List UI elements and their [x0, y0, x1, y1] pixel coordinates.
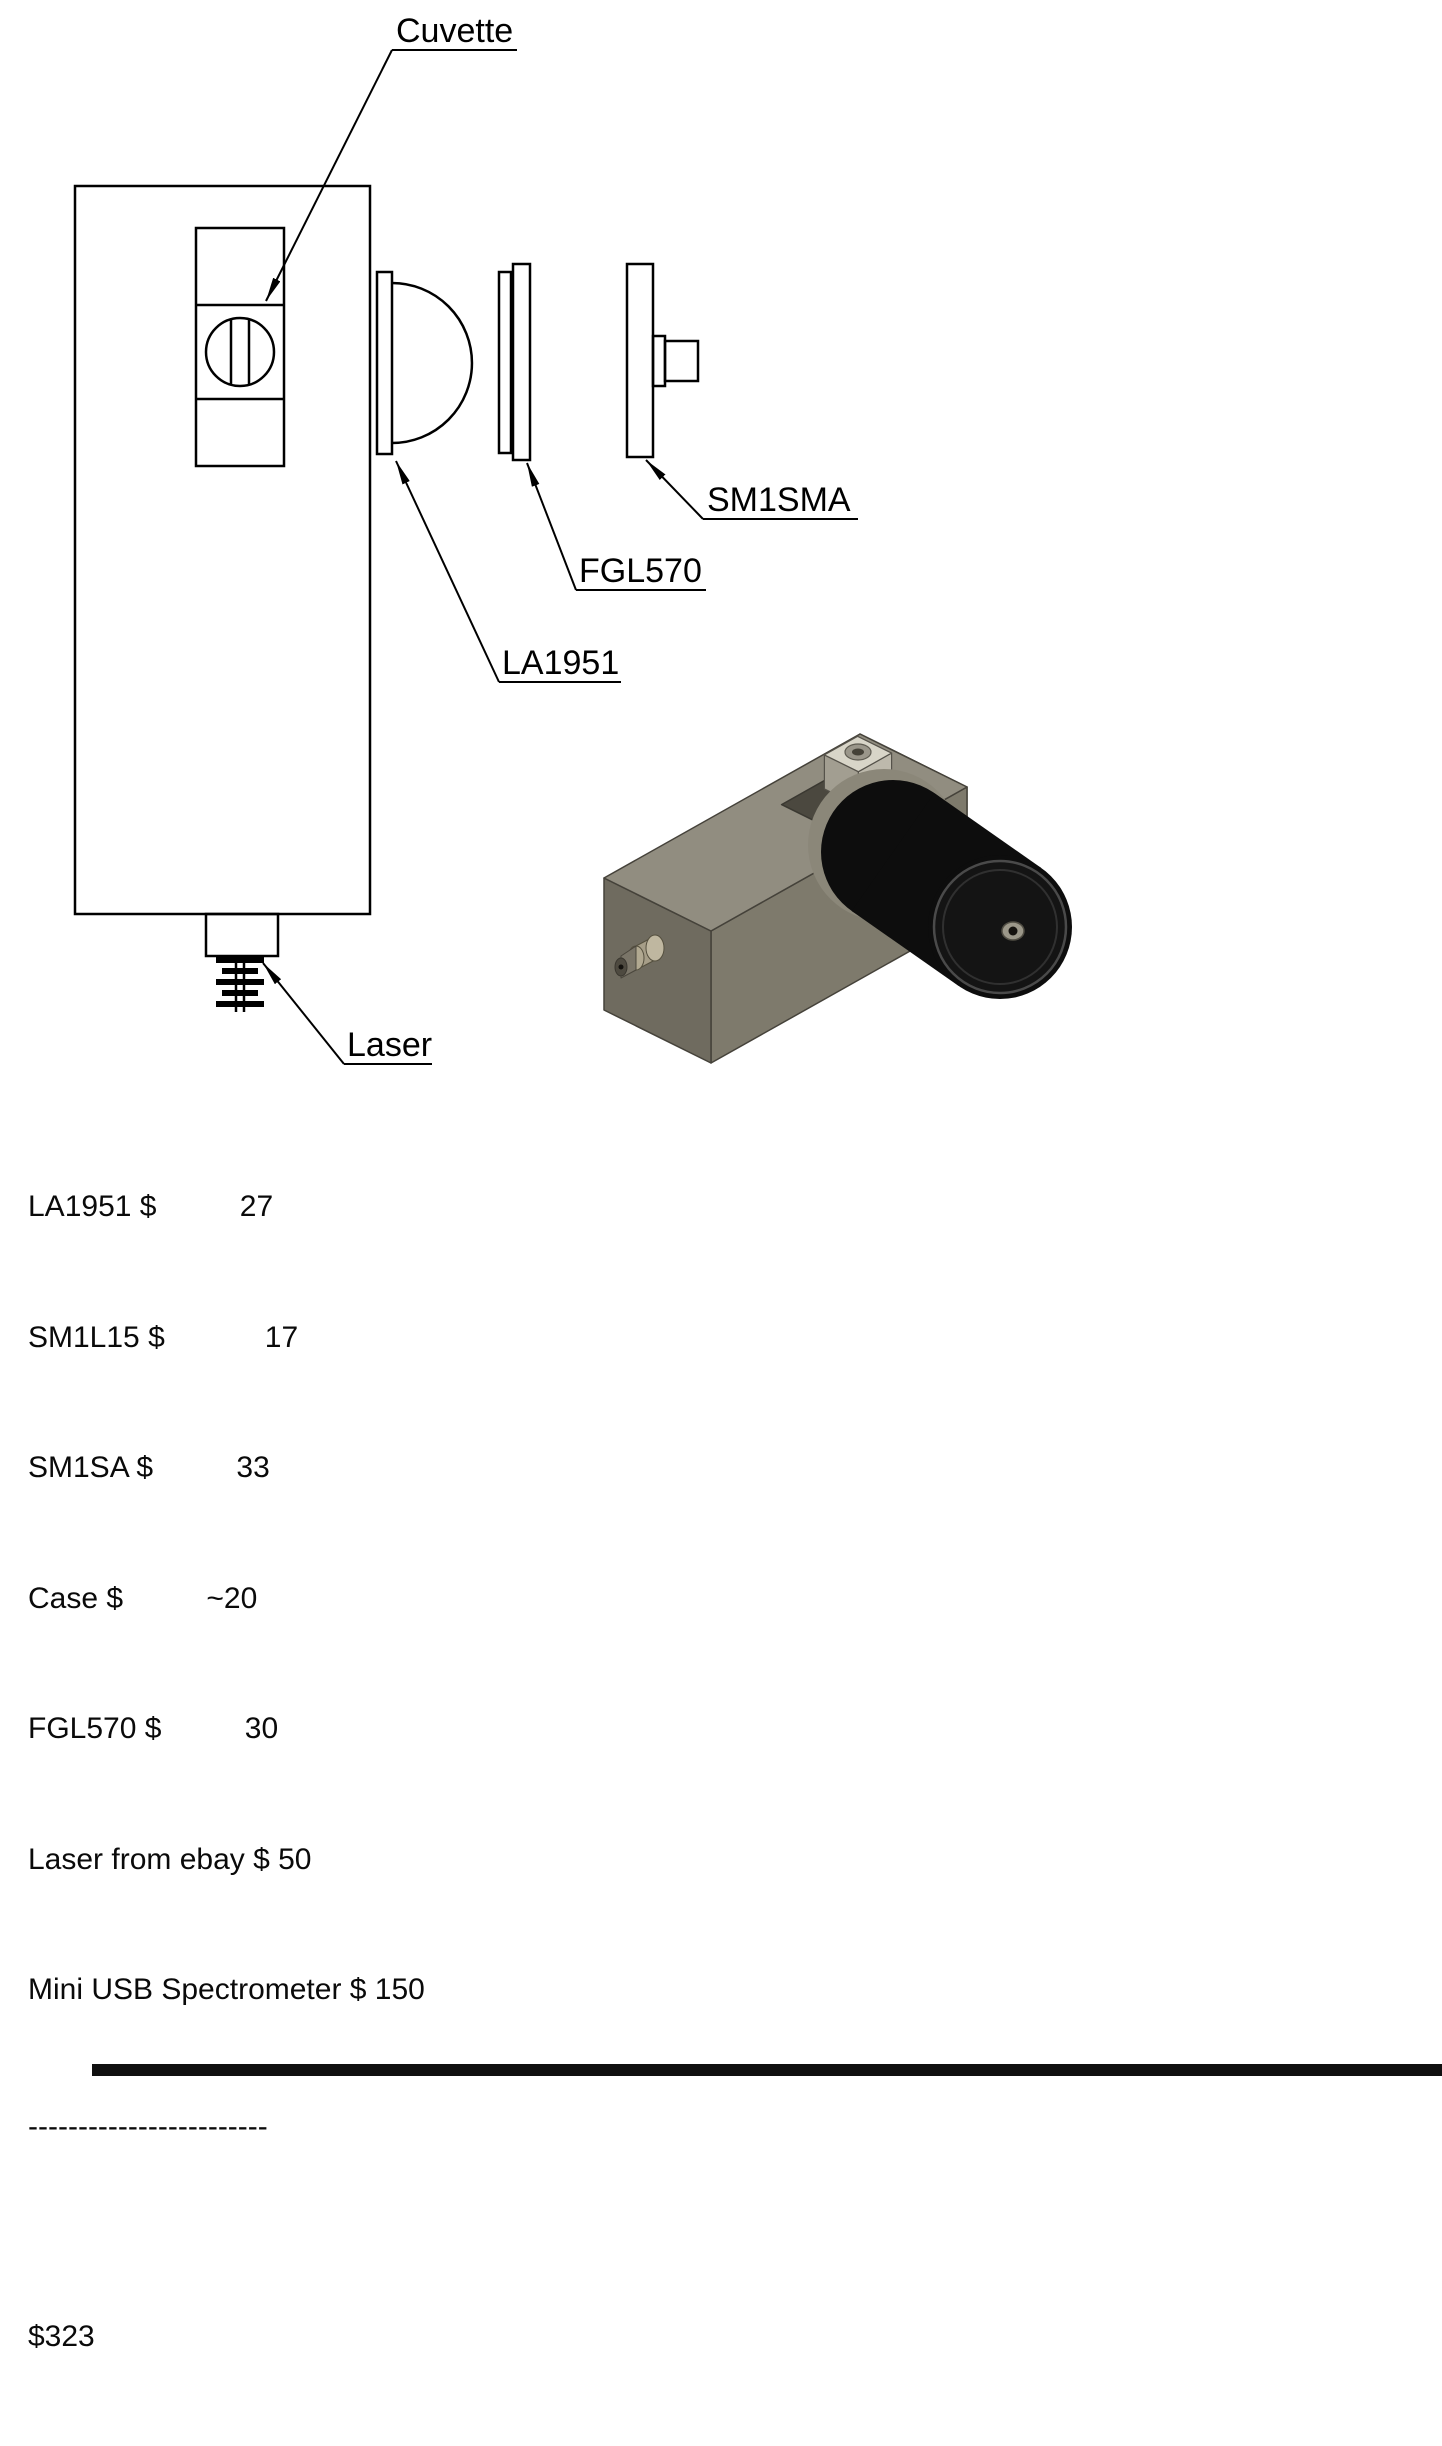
bottom-edge-bar — [92, 2064, 1442, 2076]
detector-end-cap — [932, 859, 1068, 995]
parts-line-la1951: LA1951 $ 27 — [28, 1190, 274, 1223]
parts-line-spectrometer: Mini USB Spectrometer $ 150 — [28, 1973, 425, 2006]
parts-line-sm1sa: SM1SA $ 33 — [28, 1451, 270, 1484]
parts-line-case: Case $ ~20 — [28, 1581, 258, 1615]
label-sm1sma: SM1SMA — [707, 481, 851, 519]
annotation-leaders — [262, 49, 858, 1065]
case-outline — [73, 184, 372, 916]
laser-body — [204, 912, 280, 958]
label-la1951: LA1951 — [502, 644, 619, 682]
detector-cylinder — [808, 769, 1072, 999]
label-fgl570: FGL570 — [579, 552, 702, 590]
filter-fgl570 — [497, 262, 532, 462]
leader-line-laser — [262, 962, 345, 1065]
parts-line-fgl570: FGL570 $ 30 — [28, 1712, 279, 1745]
laser-thread-slot — [234, 957, 246, 1012]
laser-thread — [216, 957, 264, 1007]
page: Cuvette SM1SMA FGL570 LA1951 Laser — [28, 12, 1442, 2353]
diagram-canvas: Cuvette SM1SMA FGL570 LA1951 Laser — [73, 12, 1072, 1065]
leader-line-la1951 — [395, 460, 500, 683]
assembly-3d-render — [603, 733, 1072, 1064]
parts-list: LA1951 $ 27 SM1L15 $ 17 SM1SA $ 33 Case … — [28, 1098, 425, 2446]
leader-line-cuvette — [265, 49, 393, 302]
cuvette-cap — [204, 316, 276, 388]
cuvette-holder — [194, 226, 286, 468]
adapter-sm1sma — [625, 262, 700, 459]
parts-line-sm1l15: SM1L15 $ 17 — [28, 1320, 299, 1354]
front-connector — [614, 934, 665, 979]
leader-line-fgl570 — [526, 462, 577, 591]
parts-line-laser: Laser from ebay $ 50 — [28, 1842, 312, 1876]
lens-la1951 — [375, 270, 474, 456]
annotation-labels: Cuvette SM1SMA FGL570 LA1951 Laser — [347, 12, 851, 1064]
label-laser: Laser — [347, 1026, 432, 1064]
exploded-view — [73, 184, 700, 958]
parts-separator: ------------------------ — [28, 2109, 268, 2143]
parts-total: $323 — [28, 2320, 95, 2353]
leader-line-sm1sma — [645, 459, 704, 520]
label-cuvette: Cuvette — [396, 12, 513, 50]
